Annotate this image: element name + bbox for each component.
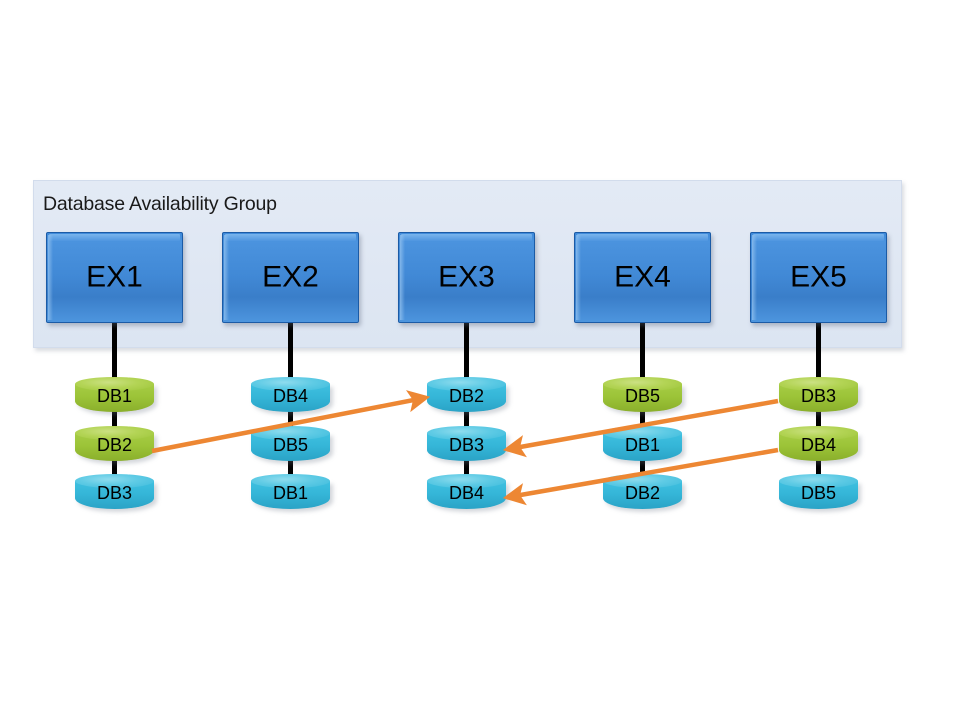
cylinder-shape <box>75 474 154 512</box>
server-box-ex3[interactable]: EX3 <box>398 232 535 323</box>
database-label: DB1 <box>272 483 308 503</box>
cylinder-top-ellipse <box>779 377 858 391</box>
database-cylinder-ex4-db5[interactable]: DB5 <box>603 377 685 415</box>
cylinder-top-ellipse <box>779 426 858 440</box>
server-box-ex5[interactable]: EX5 <box>750 232 887 323</box>
database-cylinder-ex3-db2[interactable]: DB2 <box>427 377 509 415</box>
server-box-ex2[interactable]: EX2 <box>222 232 359 323</box>
database-label: DB4 <box>448 483 484 503</box>
database-label: DB3 <box>96 483 132 503</box>
server-box-ex4[interactable]: EX4 <box>574 232 711 323</box>
database-label: DB1 <box>96 386 132 406</box>
cylinder-shape <box>427 377 506 415</box>
database-label: DB4 <box>272 386 308 406</box>
cylinder-top-ellipse <box>75 426 154 440</box>
cylinder-shape <box>779 426 858 464</box>
cylinder-shape <box>75 426 154 464</box>
cylinder-shape <box>427 474 506 512</box>
database-cylinder-ex2-db4[interactable]: DB4 <box>251 377 333 415</box>
cylinder-top-ellipse <box>251 474 330 488</box>
database-label: DB1 <box>624 435 660 455</box>
server-box-ex1[interactable]: EX1 <box>46 232 183 323</box>
database-cylinder-ex4-db2[interactable]: DB2 <box>603 474 685 512</box>
database-label: DB2 <box>96 435 132 455</box>
cylinder-shape <box>779 377 858 415</box>
database-cylinder-ex1-db1[interactable]: DB1 <box>75 377 157 415</box>
cylinder-top-ellipse <box>427 474 506 488</box>
database-cylinder-ex2-db1[interactable]: DB1 <box>251 474 333 512</box>
database-cylinder-ex4-db1[interactable]: DB1 <box>603 426 685 464</box>
cylinder-top-ellipse <box>603 377 682 391</box>
cylinder-shape <box>75 377 154 415</box>
cylinder-top-ellipse <box>427 426 506 440</box>
cylinder-top-ellipse <box>75 377 154 391</box>
database-cylinder-ex3-db3[interactable]: DB3 <box>427 426 509 464</box>
database-cylinder-ex5-db4[interactable]: DB4 <box>779 426 861 464</box>
database-label: DB5 <box>800 483 836 503</box>
server-label: EX3 <box>438 259 495 293</box>
dag-title: Database Availability Group <box>43 193 277 215</box>
cylinder-top-ellipse <box>779 474 858 488</box>
database-label: DB5 <box>624 386 660 406</box>
cylinder-top-ellipse <box>75 474 154 488</box>
cylinder-shape <box>251 474 330 512</box>
database-label: DB5 <box>272 435 308 455</box>
cylinder-shape <box>779 474 858 512</box>
cylinder-top-ellipse <box>251 377 330 391</box>
server-label: EX4 <box>614 259 671 293</box>
database-cylinder-ex2-db5[interactable]: DB5 <box>251 426 333 464</box>
database-label: DB2 <box>624 483 660 503</box>
database-cylinder-ex1-db2[interactable]: DB2 <box>75 426 157 464</box>
database-cylinder-ex5-db5[interactable]: DB5 <box>779 474 861 512</box>
database-label: DB2 <box>448 386 484 406</box>
cylinder-shape <box>427 426 506 464</box>
database-cylinder-ex1-db3[interactable]: DB3 <box>75 474 157 512</box>
database-label: DB3 <box>800 386 836 406</box>
server-label: EX5 <box>790 259 847 293</box>
database-label: DB4 <box>800 435 836 455</box>
cylinder-top-ellipse <box>427 377 506 391</box>
database-cylinder-ex3-db4[interactable]: DB4 <box>427 474 509 512</box>
server-label: EX2 <box>262 259 319 293</box>
database-cylinder-ex5-db3[interactable]: DB3 <box>779 377 861 415</box>
database-label: DB3 <box>448 435 484 455</box>
server-label: EX1 <box>86 259 143 293</box>
